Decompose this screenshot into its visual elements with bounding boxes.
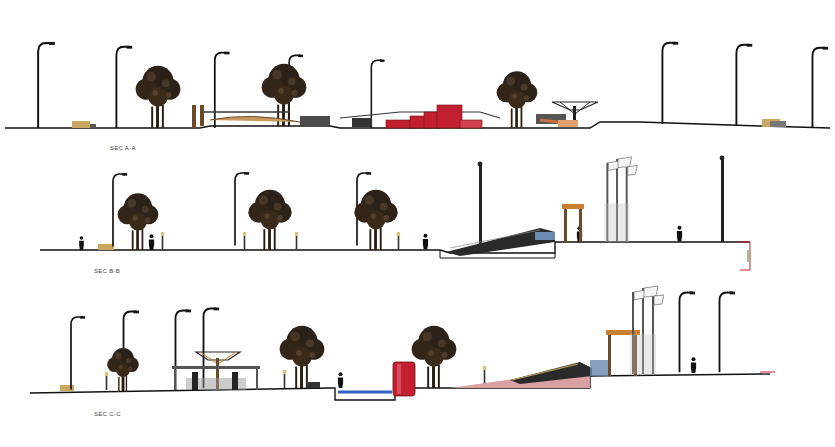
section-label: SEC A-A bbox=[110, 145, 136, 151]
section-one bbox=[5, 42, 830, 128]
section-three bbox=[30, 286, 775, 400]
section-two bbox=[40, 156, 750, 270]
section-label: SEC B-B bbox=[94, 268, 120, 274]
section-label: SEC C-C bbox=[94, 411, 121, 417]
